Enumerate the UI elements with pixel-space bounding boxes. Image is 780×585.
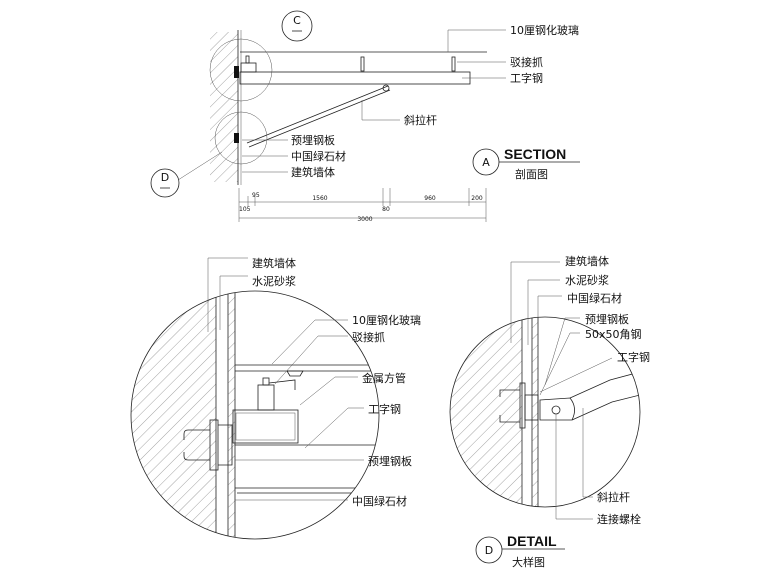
label-wall: 建筑墙体 [252, 256, 296, 270]
label-plate: 预埋钢板 [368, 454, 412, 468]
detail-letter: D [485, 544, 493, 557]
label-wall: 建筑墙体 [291, 165, 335, 179]
label-stone: 中国绿石材 [567, 291, 622, 305]
label-ibeam: 工字钢 [617, 350, 650, 364]
label-spider: 驳接抓 [352, 330, 385, 344]
callout-c-label: C [293, 14, 301, 27]
detail-c-marker [209, 38, 273, 102]
label-ibeam: 工字钢 [510, 71, 543, 85]
wall-hatch [210, 32, 238, 182]
detail-letter-circle [475, 536, 503, 564]
label-angle-steel: 50x50角钢 [585, 328, 642, 341]
label-stone: 中国绿石材 [352, 494, 407, 508]
embedded-plate [209, 419, 219, 471]
label-plate: 预埋钢板 [291, 133, 335, 147]
spider-fittings [245, 55, 456, 72]
label-strut: 斜拉杆 [597, 490, 630, 504]
dim-95: 95 [252, 192, 260, 199]
label-tube: 金属方管 [362, 371, 406, 385]
detail-subtitle: 大样图 [512, 555, 545, 569]
label-ibeam: 工字钢 [368, 402, 401, 416]
callout-c[interactable] [281, 10, 313, 42]
metal-tube [232, 409, 299, 444]
detail-title: DETAIL [507, 533, 557, 549]
dimension-lines [238, 188, 487, 222]
label-mortar: 水泥砂浆 [252, 274, 296, 288]
ibeam [239, 71, 471, 85]
section-letter: A [482, 156, 490, 169]
section-subtitle: 剖面图 [515, 167, 548, 181]
dim-200: 200 [471, 195, 483, 202]
detail-d-view: 建筑墙体 水泥砂浆 中国绿石材 预埋钢板 50x50角钢 工字钢 斜拉杆 连接螺… [449, 254, 650, 569]
label-glass: 10厘钢化玻璃 [510, 23, 579, 37]
dim-80: 80 [382, 206, 390, 213]
label-glass: 10厘钢化玻璃 [352, 313, 421, 327]
detail-d-marker [214, 111, 268, 165]
dim-3000: 3000 [357, 216, 372, 223]
strut [246, 85, 389, 144]
section-view: C D 10厘钢化玻璃 驳接抓 工字钢 斜拉杆 预埋钢板 中国绿石材 建筑墙体 … [150, 10, 580, 223]
label-stone: 中国绿石材 [291, 149, 346, 163]
label-wall: 建筑墙体 [565, 254, 609, 268]
label-spider: 驳接抓 [510, 55, 543, 69]
dim-1560: 1560 [312, 195, 327, 202]
dim-105: 105 [239, 206, 251, 213]
label-mortar: 水泥砂浆 [565, 273, 609, 287]
detail-c-view: 建筑墙体 水泥砂浆 10厘钢化玻璃 驳接抓 金属方管 工字钢 预埋钢板 中国绿石… [130, 256, 421, 540]
callout-d-label: D [161, 171, 169, 184]
dim-960: 960 [424, 195, 436, 202]
bolt [551, 405, 561, 415]
label-strut: 斜拉杆 [404, 113, 437, 127]
callout-d[interactable] [150, 168, 180, 198]
label-plate: 预埋钢板 [585, 312, 629, 326]
ibeam [524, 394, 539, 421]
label-bolt: 连接螺栓 [597, 512, 641, 526]
section-title: SECTION [504, 146, 566, 162]
